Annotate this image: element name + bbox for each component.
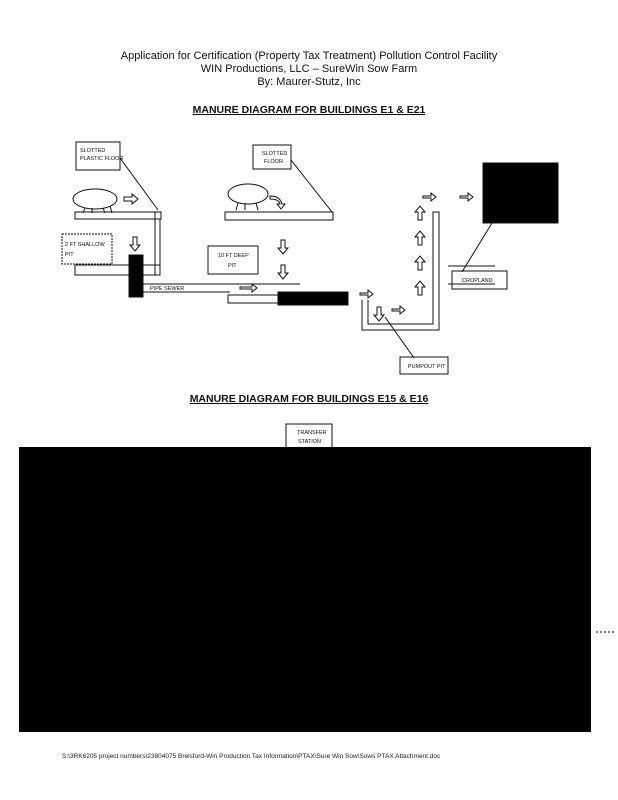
arrow-up-icon xyxy=(413,205,427,296)
header-line-1: Application for Certification (Property … xyxy=(120,50,498,62)
header-line-2: WIN Productions, LLC – SureWin Sow Farm xyxy=(200,63,418,75)
arrow-right-icon xyxy=(123,192,139,206)
cropland-box xyxy=(451,270,508,290)
label-slotted-plastic-floor-1: SLOTTED xyxy=(80,148,105,154)
footer-file-path: S:\3RK6205 project numbers\23804075 Brel… xyxy=(62,753,441,760)
label-slotted-floor-1: SLOTTED xyxy=(262,151,287,157)
header-line-3: By: Maurer-Stutz, Inc xyxy=(257,76,361,88)
storage-block xyxy=(482,162,559,224)
pig-icon xyxy=(72,188,118,214)
slotted-plastic-floor-box xyxy=(75,141,121,171)
diagram-2-title: MANURE DIAGRAM FOR BUILDINGS E15 & E16 xyxy=(189,393,429,405)
arrow-right-icon xyxy=(359,288,374,300)
arrow-down-icon xyxy=(372,306,386,322)
arrow-right-icon xyxy=(239,282,258,294)
slotted-floor-box xyxy=(252,144,292,170)
label-slotted-plastic-floor-2: PLASTIC FLOOR xyxy=(80,156,123,162)
deep-pit-box xyxy=(207,245,259,275)
diagram-1-title: MANURE DIAGRAM FOR BUILDINGS E1 & E21 xyxy=(192,104,426,116)
label-shallow-pit-1: 2 FT SHALLOW xyxy=(65,242,105,248)
label-transfer-station-2: STATION xyxy=(298,439,321,445)
label-deep-pit-1: 10 FT DEEP xyxy=(218,253,249,259)
shallow-pit-box xyxy=(61,233,113,265)
label-pumpout-pit: PUMPOUT PIT xyxy=(408,364,446,370)
pumpout-pit-box xyxy=(399,356,449,375)
arrow-right-icon xyxy=(422,191,474,203)
curved-arrow-icon xyxy=(269,195,287,210)
arrow-right-icon xyxy=(391,304,406,316)
arrow-down-icon xyxy=(276,239,290,280)
label-transfer-station-1: TRANSFER xyxy=(297,430,327,436)
label-pipe: PIPE SEWER xyxy=(150,286,184,292)
label-cropland: CROPLAND xyxy=(462,278,493,284)
label-deep-pit-2: PIT xyxy=(228,263,237,269)
slotted-floor-1 xyxy=(74,211,162,220)
label-shallow-pit-2: PIT xyxy=(65,252,74,258)
arrow-down-icon xyxy=(128,236,142,252)
redacted-diagram-2 xyxy=(19,447,591,732)
collection-pipe-block xyxy=(128,254,144,298)
label-slotted-floor-2: FLOOR xyxy=(264,159,283,165)
slotted-floor-2 xyxy=(224,211,334,221)
deep-pit-block xyxy=(277,291,349,306)
pig-icon xyxy=(227,183,269,211)
